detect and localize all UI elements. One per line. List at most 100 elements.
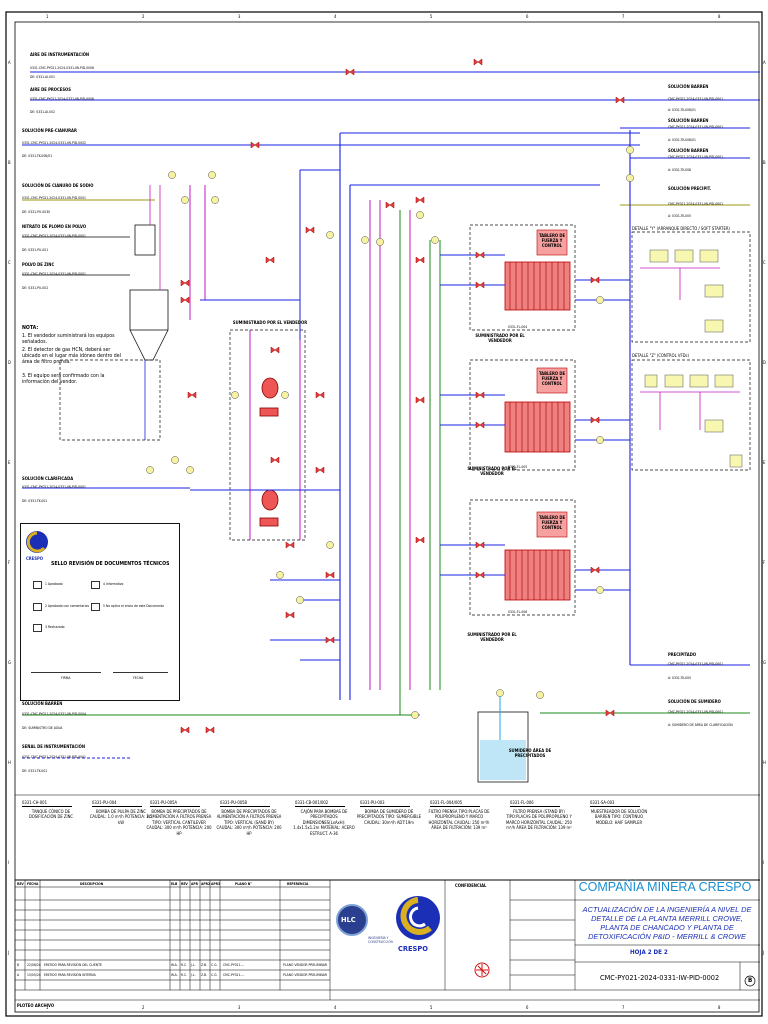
grid-row-label: B	[8, 160, 11, 165]
rev-row-a-ref: PLANO VENDOR PRELIMINAR	[283, 973, 327, 977]
input-label-zinc-powder: POLVO DE ZINC	[22, 262, 55, 267]
output-ref: A: SUMIDERO DE ÁREA DE CLARIFICACIÓN	[668, 723, 733, 727]
vendor-label-2: SUMINISTRADO POR EL VENDEDOR	[475, 333, 525, 343]
equipment-description: CAJÓN PARA BOMBAS DE PRECIPITADOS DIMENS…	[293, 809, 355, 836]
output-ref: A: 0331-TK-008/01	[668, 108, 696, 112]
rev-initials: Z.B.	[201, 963, 208, 967]
rev-row-b-rev: B	[17, 963, 20, 967]
rev-initials: Z.B.	[201, 973, 208, 977]
checkbox-rejected[interactable]	[33, 624, 42, 632]
stamp-title: SELLO REVISIÓN DE DOCUMENTOS TÉCNICOS	[51, 561, 170, 567]
equipment-tag: 0331-PU-005A	[150, 800, 178, 805]
rev-circle	[744, 975, 756, 987]
equipment-tag: 0331-CH-001	[22, 800, 47, 805]
input-tag: 0331-CMC-PY021-2024-0331-IW-PID-0001	[22, 234, 86, 238]
valve-icon	[285, 541, 295, 549]
hlc-logo	[336, 904, 368, 936]
stamp-option-4: 4 Informativo	[103, 582, 124, 586]
rev-row-a-date: 15/05/24	[27, 973, 41, 977]
revision-header: APR3	[211, 882, 221, 886]
valve-icon	[187, 391, 197, 399]
grid-column-label: 1	[46, 1005, 49, 1010]
checkbox-not-applicable[interactable]	[91, 603, 100, 611]
instrument-balloon-icon	[181, 196, 189, 204]
valve-icon	[325, 636, 335, 644]
stamp-firma: FIRMA	[61, 676, 71, 680]
instrument-balloon-icon	[596, 586, 604, 594]
input-label-clarified: SOLUCIÓN CLARIFICADA	[22, 476, 74, 481]
valve-icon	[180, 279, 190, 287]
valve-icon	[305, 226, 315, 234]
output-ref: A: 0331-TK-008	[668, 168, 692, 172]
output-label: SOLUCIÓN BARREN	[668, 84, 709, 89]
valve-icon	[345, 68, 355, 76]
equipment-tag-underline	[295, 806, 345, 807]
control-board-label: TABLERO DE FUERZA Y CONTROL	[538, 371, 566, 386]
rev-row-a-plan: CMC-PY021-...	[223, 973, 245, 977]
input-tag: 0331-CMC-PY021-2024-0331-IW-PID-0002	[22, 141, 86, 145]
equipment-description: FILTRO PRENSA TIPO:PLACAS DE POLIPROPILE…	[428, 809, 490, 831]
valve-icon	[415, 396, 425, 404]
input-ref: DE: 0331-TK-001	[22, 769, 48, 773]
hlc-logo-text: HLC	[341, 915, 356, 924]
grid-column-label: 3	[238, 1005, 241, 1010]
grid-row-label: I	[8, 860, 10, 865]
magenta-signal-lines	[189, 185, 411, 690]
checkbox-approved[interactable]	[33, 581, 42, 589]
instrument-balloon-icon	[211, 196, 219, 204]
revision-header: PLANO N°	[235, 882, 252, 886]
detail-y-box	[631, 231, 751, 471]
grid-row-label: E	[8, 460, 11, 465]
checkbox-informative[interactable]	[91, 581, 100, 589]
valve-icon	[385, 201, 395, 209]
instrument-balloon-icon	[146, 466, 154, 474]
equipment-tag-underline	[360, 806, 410, 807]
instrument-balloon-icon	[326, 231, 334, 239]
output-label: PRECIPITADO	[668, 652, 697, 657]
instrument-balloon-icon	[361, 236, 369, 244]
grid-row-label: C	[8, 260, 11, 265]
signature-line	[31, 672, 101, 673]
drawing-description: ACTUALIZACIÓN DE LA INGENIERÍA A NIVEL D…	[582, 905, 752, 941]
input-ref: DE: 0331-PU-0030	[22, 210, 51, 214]
rev-initials: W.A.	[171, 963, 178, 967]
valve-icon	[615, 96, 625, 104]
valve-icon	[180, 726, 190, 734]
output-label: SOLUCIÓN PRECIPIT.	[668, 186, 711, 191]
plot-footer: PLOTEO ARCHIVO	[17, 1003, 55, 1008]
crespo-logo	[396, 896, 440, 940]
instrument-balloon-icon	[326, 541, 334, 549]
valve-icon	[270, 346, 280, 354]
equipment-tag-underline	[220, 806, 270, 807]
stamp-option-3: 3 Rechazado	[45, 625, 65, 629]
revision-header: DESCRIPCIÓN	[80, 882, 104, 886]
valve-icon	[605, 709, 615, 717]
revision-header: APR2	[201, 882, 211, 886]
valve-icon	[590, 566, 600, 574]
rev-row-a-desc: EMITIDO PARA REVISIÓN INTERNA	[44, 973, 96, 977]
hlc-subtitle: INGENIERÍA Y CONSTRUCCIÓN	[368, 936, 393, 944]
note-1: 1. El vendedor suministrará los equipos …	[22, 333, 115, 345]
rev-initials: J.L.	[191, 963, 196, 967]
equipment-tag: 0331-SA-003	[590, 800, 615, 805]
grid-row-label: J	[8, 950, 10, 955]
instrument-balloon-icon	[596, 296, 604, 304]
output-ref: A: 0331-TK-008/01	[668, 138, 696, 142]
instrument-balloon-icon	[416, 211, 424, 219]
equipment-description: BOMBA DE PULPA DE ZINC CAUDAL: 1.0 m³/h …	[89, 809, 153, 825]
input-label-barren: SOLUCIÓN BARREN	[22, 701, 63, 706]
grid-column-label: 3	[238, 14, 241, 19]
instrument-balloon-icon	[168, 171, 176, 179]
grid-row-label: D	[8, 360, 11, 365]
output-label: SOLUCIÓN BARREN	[668, 148, 709, 153]
checkbox-approved-comments[interactable]	[33, 603, 42, 611]
valve-icon	[473, 58, 483, 66]
input-label-pre-cyanide: SOLUCIÓN PRE-CIANURAR	[22, 128, 77, 133]
valve-icon	[315, 391, 325, 399]
output-label: SOLUCIÓN DE SUMIDERO	[668, 699, 721, 704]
instrument-balloon-icon	[231, 391, 239, 399]
grid-column-label: 4	[334, 14, 337, 19]
rev-initials: C.G.	[211, 973, 218, 977]
equipment-tag: 0331-FL-006	[510, 800, 534, 805]
